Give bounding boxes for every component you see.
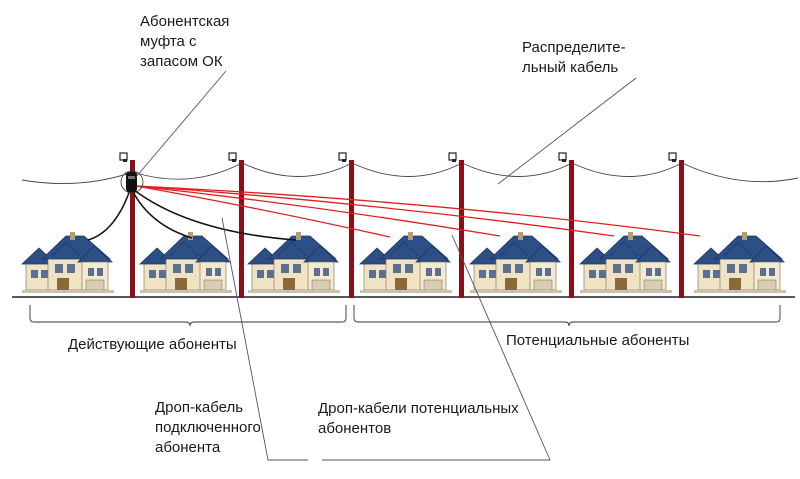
potential-drop-cable: [135, 185, 501, 237]
insulator-icon: [228, 152, 237, 163]
closure-leader: [135, 70, 227, 178]
pole-2: [239, 160, 244, 298]
house-2: [139, 231, 233, 294]
house-3: [247, 231, 341, 294]
houses: [21, 231, 787, 294]
pole-4: [459, 160, 464, 298]
active-subscribers-brace: [29, 305, 347, 327]
drop-connected-leader: [221, 217, 308, 461]
pole-6: [679, 160, 684, 298]
distribution-cable-leader: [497, 77, 637, 185]
insulator-icon: [338, 152, 347, 163]
insulator-icon: [448, 152, 457, 163]
potential-subscribers-label: Потенциальные абоненты: [506, 332, 689, 349]
insulator-icon: [668, 152, 677, 163]
drop-potential-leader: [322, 234, 551, 461]
house-6: [579, 231, 673, 294]
active-subscribers-label: Действующие абоненты: [68, 336, 237, 353]
pole-5: [569, 160, 574, 298]
insulators: [119, 152, 677, 163]
connected-drop-cables: [87, 189, 297, 241]
insulator-icon: [558, 152, 567, 163]
drop-connected-label: Дроп-кабель подключенного абонента: [155, 399, 265, 456]
potential-drop-cable: [135, 185, 615, 237]
house-7: [693, 231, 787, 294]
potential-drop-cable: [135, 185, 391, 238]
connected-drop-cable: [87, 189, 131, 241]
potential-subscribers-brace: [353, 305, 781, 327]
pole-1: [130, 160, 135, 298]
connected-drop-cable: [131, 189, 193, 239]
house-4: [359, 231, 453, 294]
drop-potential-label: Дроп-кабели потенциальных абонентов: [318, 400, 523, 437]
house-1: [21, 231, 115, 294]
distribution-cable: [21, 162, 799, 185]
closure-label: Абонентская муфта с запасом ОК: [140, 13, 234, 70]
leader-lines: [135, 70, 637, 461]
potential-drop-cables: [135, 185, 701, 238]
subscriber-closure-icon: [120, 170, 144, 194]
connected-drop-cable: [133, 189, 297, 241]
house-5: [469, 231, 563, 294]
potential-drop-cable: [135, 185, 701, 237]
distribution-cable-label: Распределите- льный кабель: [522, 39, 630, 76]
insulator-icon: [119, 152, 128, 163]
